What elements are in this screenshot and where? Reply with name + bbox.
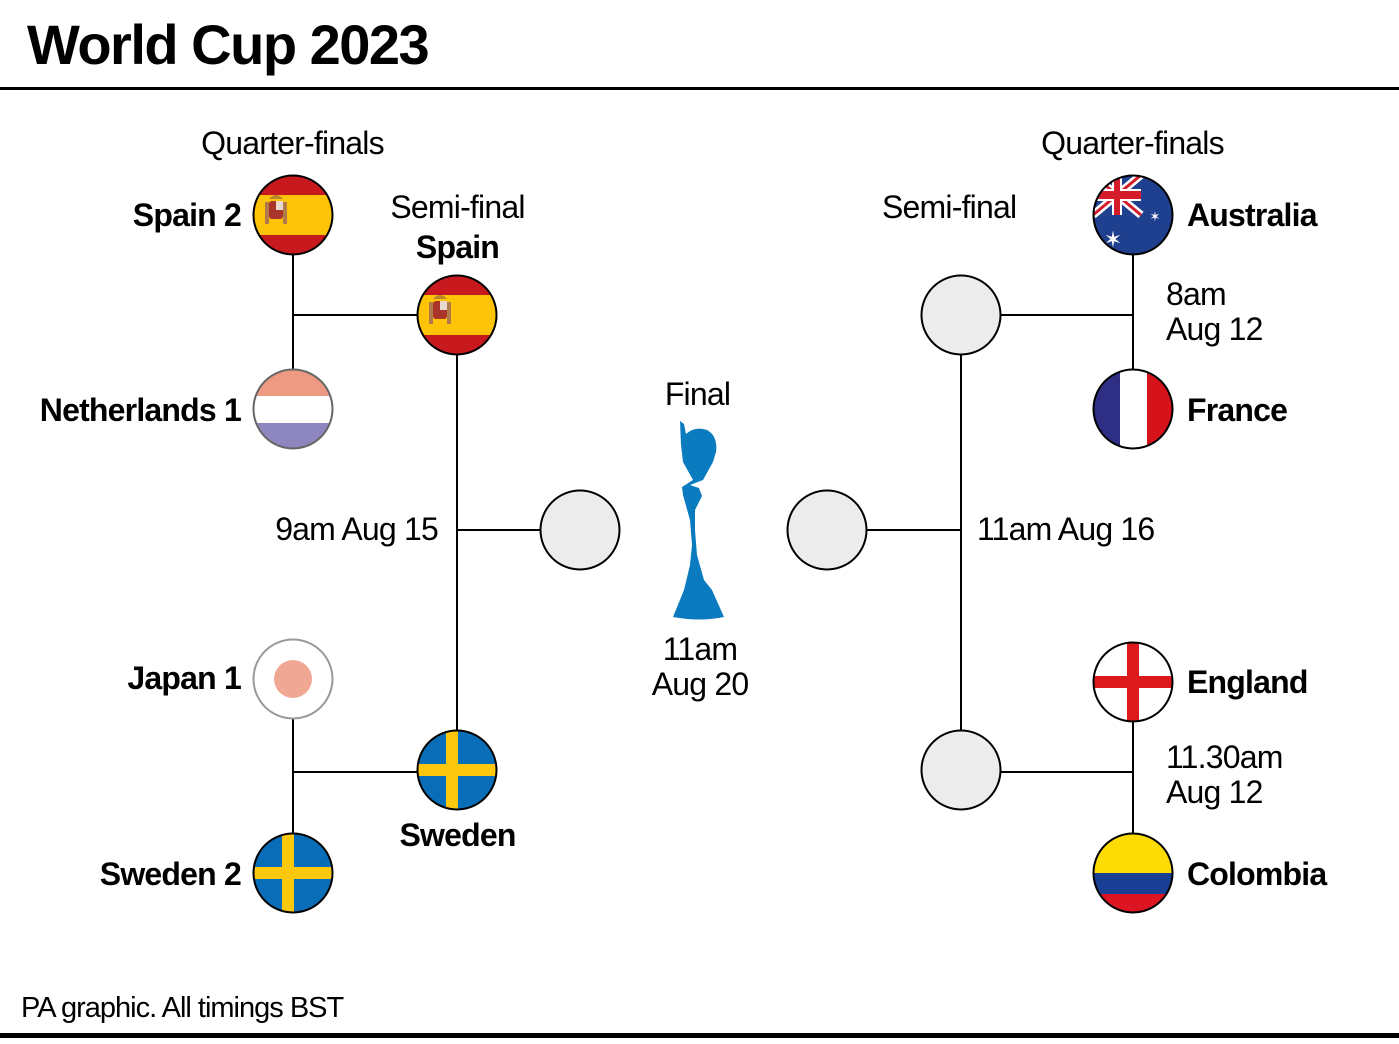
flag-netherlands-icon — [252, 368, 334, 450]
right-qf2-time: 11.30am — [1166, 739, 1283, 775]
right-qf1-time: 8am — [1166, 276, 1227, 312]
final-time: 11am — [662, 631, 738, 667]
footer-credit: PA graphic. All timings BST — [21, 992, 344, 1024]
semifinal-slot-bottom — [920, 729, 1002, 811]
trophy-icon — [673, 421, 724, 620]
left-quarterfinals-heading: Quarter-finals — [201, 125, 384, 161]
left-semifinal-time: 9am Aug 15 — [275, 511, 439, 547]
final-slot-left — [539, 489, 621, 571]
flag-england-icon — [1092, 641, 1174, 723]
left-semifinal-heading: Semi-final — [390, 189, 525, 225]
team-label-japan: Japan 1 — [127, 660, 241, 696]
right-qf2-date: Aug 12 — [1166, 774, 1263, 810]
right-quarterfinals-heading: Quarter-finals — [1041, 125, 1224, 161]
team-label-sweden: Sweden 2 — [99, 856, 242, 892]
svg-text:✶: ✶ — [1150, 210, 1161, 225]
final-date: Aug 20 — [651, 666, 749, 702]
team-label-australia: Australia — [1187, 197, 1318, 233]
right-semifinal-heading: Semi-final — [882, 189, 1017, 225]
team-label-netherlands: Netherlands 1 — [39, 392, 242, 428]
flag-france-icon — [1092, 368, 1174, 450]
page-title: World Cup 2023 — [27, 13, 430, 76]
footer-divider — [0, 1033, 1399, 1038]
flag-colombia-icon — [1092, 832, 1174, 914]
flag-spain-semifinal-icon — [416, 274, 498, 356]
team-label-england: England — [1187, 664, 1308, 700]
flag-australia-icon: ✶ ✶ — [1092, 174, 1174, 256]
flag-sweden-semifinal-icon — [416, 729, 498, 811]
final-heading: Final — [664, 376, 731, 412]
team-label-colombia: Colombia — [1187, 856, 1327, 892]
right-semifinal-time: 11am Aug 16 — [977, 511, 1155, 547]
flag-japan-icon — [252, 638, 334, 720]
final-slot-right — [786, 489, 868, 571]
right-qf1-date: Aug 12 — [1166, 311, 1263, 347]
team-label-spain: Spain 2 — [132, 197, 242, 233]
flag-sweden-icon — [252, 832, 334, 914]
header-divider — [0, 87, 1399, 90]
left-semifinal-winner-bottom: Sweden — [399, 817, 516, 853]
flag-spain-icon — [252, 174, 334, 256]
semifinal-slot-top — [920, 274, 1002, 356]
bracket-lines — [292, 255, 1134, 833]
team-label-france: France — [1187, 392, 1288, 428]
left-semifinal-winner-top: Spain — [415, 229, 500, 265]
